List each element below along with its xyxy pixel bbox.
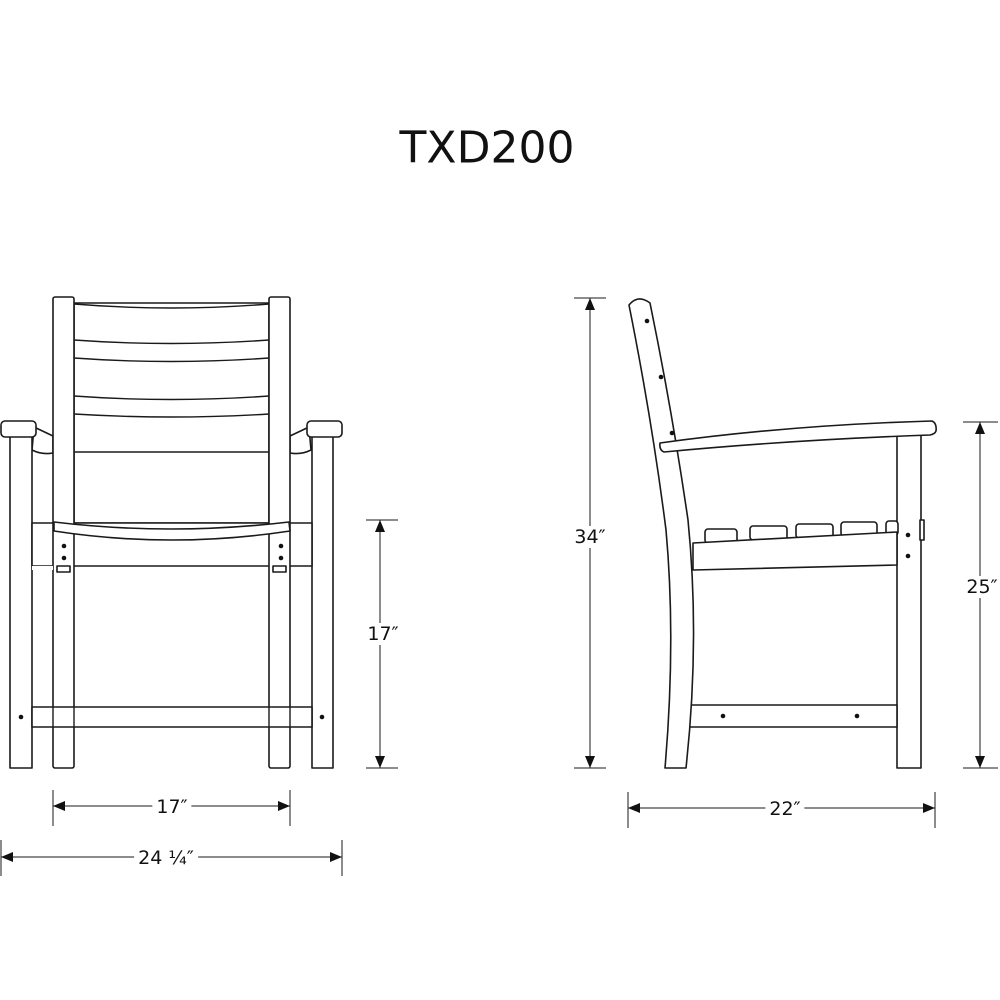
right-cleat bbox=[272, 565, 287, 573]
top-rail-line bbox=[73, 303, 270, 309]
seat-front bbox=[53, 521, 291, 541]
back-panel bbox=[73, 302, 270, 524]
front-stretcher bbox=[31, 706, 313, 728]
side-seat-rail bbox=[692, 531, 898, 571]
overall-height-label: 34″ bbox=[570, 526, 610, 548]
left-arm-pad bbox=[0, 420, 37, 438]
seat-height-label: 17″ bbox=[363, 623, 403, 645]
back-slat-line bbox=[73, 413, 270, 418]
overall-width-label: 24 ¼″ bbox=[134, 847, 198, 869]
side-stretcher bbox=[687, 704, 898, 728]
side-view-chair bbox=[628, 298, 937, 769]
arm-height-label: 25″ bbox=[962, 576, 1000, 598]
left-cleat bbox=[56, 565, 71, 573]
back-slat-line bbox=[73, 339, 270, 345]
back-slat-line bbox=[73, 395, 270, 401]
back-slat-line bbox=[73, 357, 270, 363]
front-view-chair bbox=[0, 296, 343, 769]
seat-width-label: 17″ bbox=[152, 796, 192, 818]
model-title: TXD200 bbox=[399, 122, 575, 174]
side-front-leg bbox=[896, 429, 922, 769]
right-arm-pad bbox=[306, 420, 343, 438]
depth-label: 22″ bbox=[765, 798, 805, 820]
side-arm bbox=[659, 420, 937, 453]
side-back-post bbox=[628, 298, 695, 769]
